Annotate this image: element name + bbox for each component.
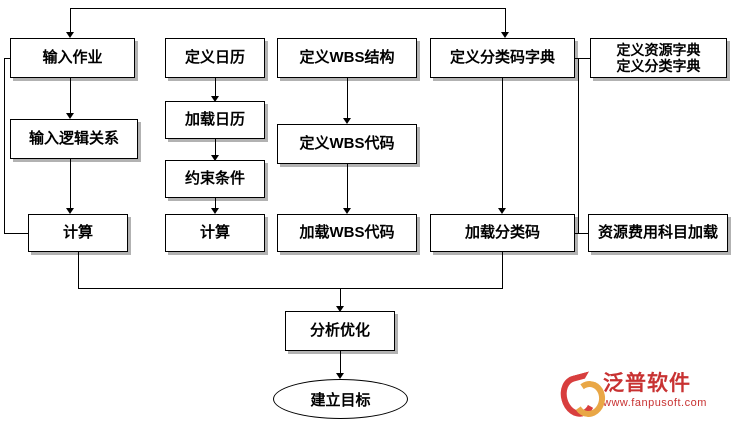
node-input-task[interactable]: 输入作业 — [10, 38, 135, 78]
node-label: 加载WBS代码 — [299, 224, 395, 242]
node-label: 输入逻辑关系 — [28, 130, 119, 148]
line-constraint-to-calc-mid — [215, 198, 216, 212]
top-bus-down-left — [70, 8, 71, 36]
node-label-line2: 定义分类字典 — [616, 58, 701, 74]
line-right-return — [578, 58, 579, 233]
line-wbs-struct-to-code — [347, 78, 348, 121]
line-calendar-to-load — [215, 78, 216, 100]
node-label: 建立目标 — [310, 391, 371, 409]
node-load-wbs-code[interactable]: 加载WBS代码 — [277, 214, 417, 252]
top-bus-down-right — [505, 8, 506, 36]
arrow-into-load-class-code — [498, 208, 506, 214]
node-label: 加载分类码 — [464, 224, 540, 242]
arrow-into-load-wbs-code — [343, 208, 351, 214]
node-calc-left[interactable]: 计算 — [28, 214, 128, 252]
line-right-return-top — [575, 58, 590, 59]
top-bus-line — [70, 8, 505, 9]
line-right-return-bottom — [575, 233, 588, 234]
line-left-feedback-into-calc — [4, 233, 28, 234]
node-label: 分析优化 — [309, 322, 370, 340]
arrow-into-load-calendar — [211, 96, 219, 102]
line-input-task-to-logic — [70, 78, 71, 116]
arrow-into-analyze — [336, 306, 344, 312]
arrow-into-define-wbs-code — [343, 118, 351, 124]
line-load-to-constraint — [215, 139, 216, 159]
node-label: 资源费用科目加载 — [597, 224, 718, 242]
node-label: 约束条件 — [184, 170, 245, 188]
line-calc-left-down — [78, 252, 79, 288]
line-analyze-to-target — [340, 351, 341, 377]
node-load-resource-cost-account[interactable]: 资源费用科目加载 — [588, 214, 728, 252]
node-define-class-code-dict[interactable]: 定义分类码字典 — [430, 38, 575, 78]
node-label: 定义分类码字典 — [449, 49, 555, 67]
arrow-into-calc-mid — [211, 208, 219, 214]
line-left-feedback-top — [4, 58, 10, 59]
bottom-bus-line — [78, 288, 503, 289]
arrow-into-calc-left — [66, 208, 74, 214]
arrow-into-input-task — [66, 32, 74, 38]
node-label: 定义WBS代码 — [299, 135, 395, 153]
arrow-into-define-code-dict — [501, 32, 509, 38]
node-label: 定义日历 — [184, 49, 245, 67]
node-input-logic-relation[interactable]: 输入逻辑关系 — [10, 119, 138, 159]
node-define-resource-dict[interactable]: 定义资源字典 定义分类字典 — [590, 38, 727, 78]
node-label: 计算 — [62, 224, 93, 242]
node-label: 计算 — [199, 224, 230, 242]
fanpu-logo-icon — [556, 371, 608, 421]
arrow-into-target — [336, 373, 344, 379]
node-load-class-code[interactable]: 加载分类码 — [430, 214, 575, 252]
node-label: 加载日历 — [184, 111, 245, 129]
node-label: 定义WBS结构 — [299, 49, 395, 67]
line-logic-to-calc-left — [70, 159, 71, 211]
node-define-wbs-code[interactable]: 定义WBS代码 — [277, 124, 417, 164]
line-load-class-down — [502, 252, 503, 288]
node-label-line1: 定义资源字典 — [616, 41, 701, 58]
line-bus-to-analyze — [340, 288, 341, 310]
watermark-brand-name: 泛普软件 — [603, 372, 691, 395]
node-define-wbs-structure[interactable]: 定义WBS结构 — [277, 38, 417, 78]
node-calc-mid[interactable]: 计算 — [165, 214, 265, 252]
node-load-calendar[interactable]: 加载日历 — [165, 101, 265, 139]
node-build-target[interactable]: 建立目标 — [273, 379, 408, 419]
node-label: 输入作业 — [42, 49, 103, 67]
arrow-into-constraint — [211, 155, 219, 161]
line-class-dict-to-load — [502, 78, 503, 212]
node-analyze-optimize[interactable]: 分析优化 — [285, 311, 395, 351]
watermark-url: www.fanpusoft.com — [603, 397, 707, 409]
node-constraint-condition[interactable]: 约束条件 — [165, 160, 265, 198]
line-wbs-code-to-load — [347, 164, 348, 212]
watermark-logo: 泛普软件 www.fanpusoft.com — [556, 365, 729, 421]
line-left-feedback — [4, 58, 5, 233]
node-define-calendar[interactable]: 定义日历 — [165, 38, 265, 78]
arrow-into-input-logic — [66, 113, 74, 119]
